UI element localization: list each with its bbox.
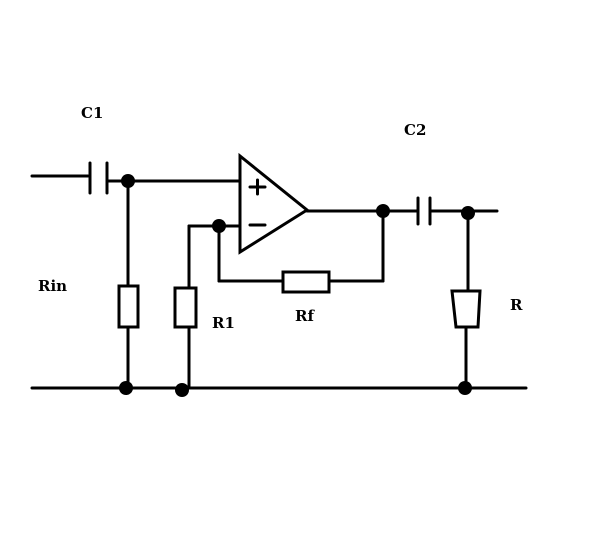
- capacitor-c1: [88, 161, 109, 195]
- label-r1: R1: [212, 314, 235, 332]
- resistor-r: [450, 289, 482, 329]
- junction-dot: [212, 219, 226, 233]
- opamp-plus-sign: [248, 178, 267, 196]
- junction-dot: [376, 204, 390, 218]
- resistor-r1: [173, 286, 198, 329]
- wire-feedback: [217, 209, 385, 283]
- junction-dot: [461, 206, 475, 220]
- resistor-rin: [117, 284, 140, 329]
- label-rin: Rin: [38, 277, 67, 295]
- label-rf: Rf: [295, 307, 315, 325]
- junction-dot: [175, 383, 189, 397]
- capacitor-c2: [416, 196, 432, 226]
- junction-dot: [458, 381, 472, 395]
- junction-dot: [119, 381, 133, 395]
- resistor-rf: [281, 270, 331, 294]
- label-r: R: [510, 296, 523, 314]
- label-c2: C2: [404, 121, 426, 139]
- opamp: [238, 152, 310, 255]
- label-c1: C1: [81, 104, 103, 122]
- junction-dot: [121, 174, 135, 188]
